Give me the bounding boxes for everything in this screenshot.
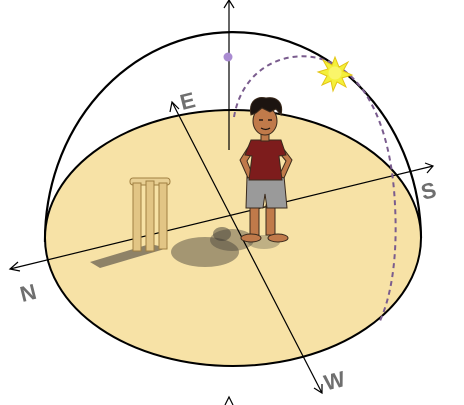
cricket-stumps: [129, 177, 171, 252]
ground-ellipse: [44, 109, 422, 367]
north-south-axis: [8, 162, 435, 272]
east-west-axis: [169, 100, 323, 395]
vertical-axis: [223, 0, 235, 405]
sky-dome: [43, 30, 423, 243]
sun-icon: [316, 55, 354, 93]
boy-shadow: [171, 227, 280, 267]
west-label: W: [321, 366, 347, 395]
north-label: N: [17, 279, 38, 307]
sun-path: [233, 55, 397, 324]
zenith-dot: [223, 52, 233, 62]
boy-figure: [239, 97, 293, 243]
east-label: E: [177, 87, 197, 115]
south-label: S: [418, 177, 438, 205]
